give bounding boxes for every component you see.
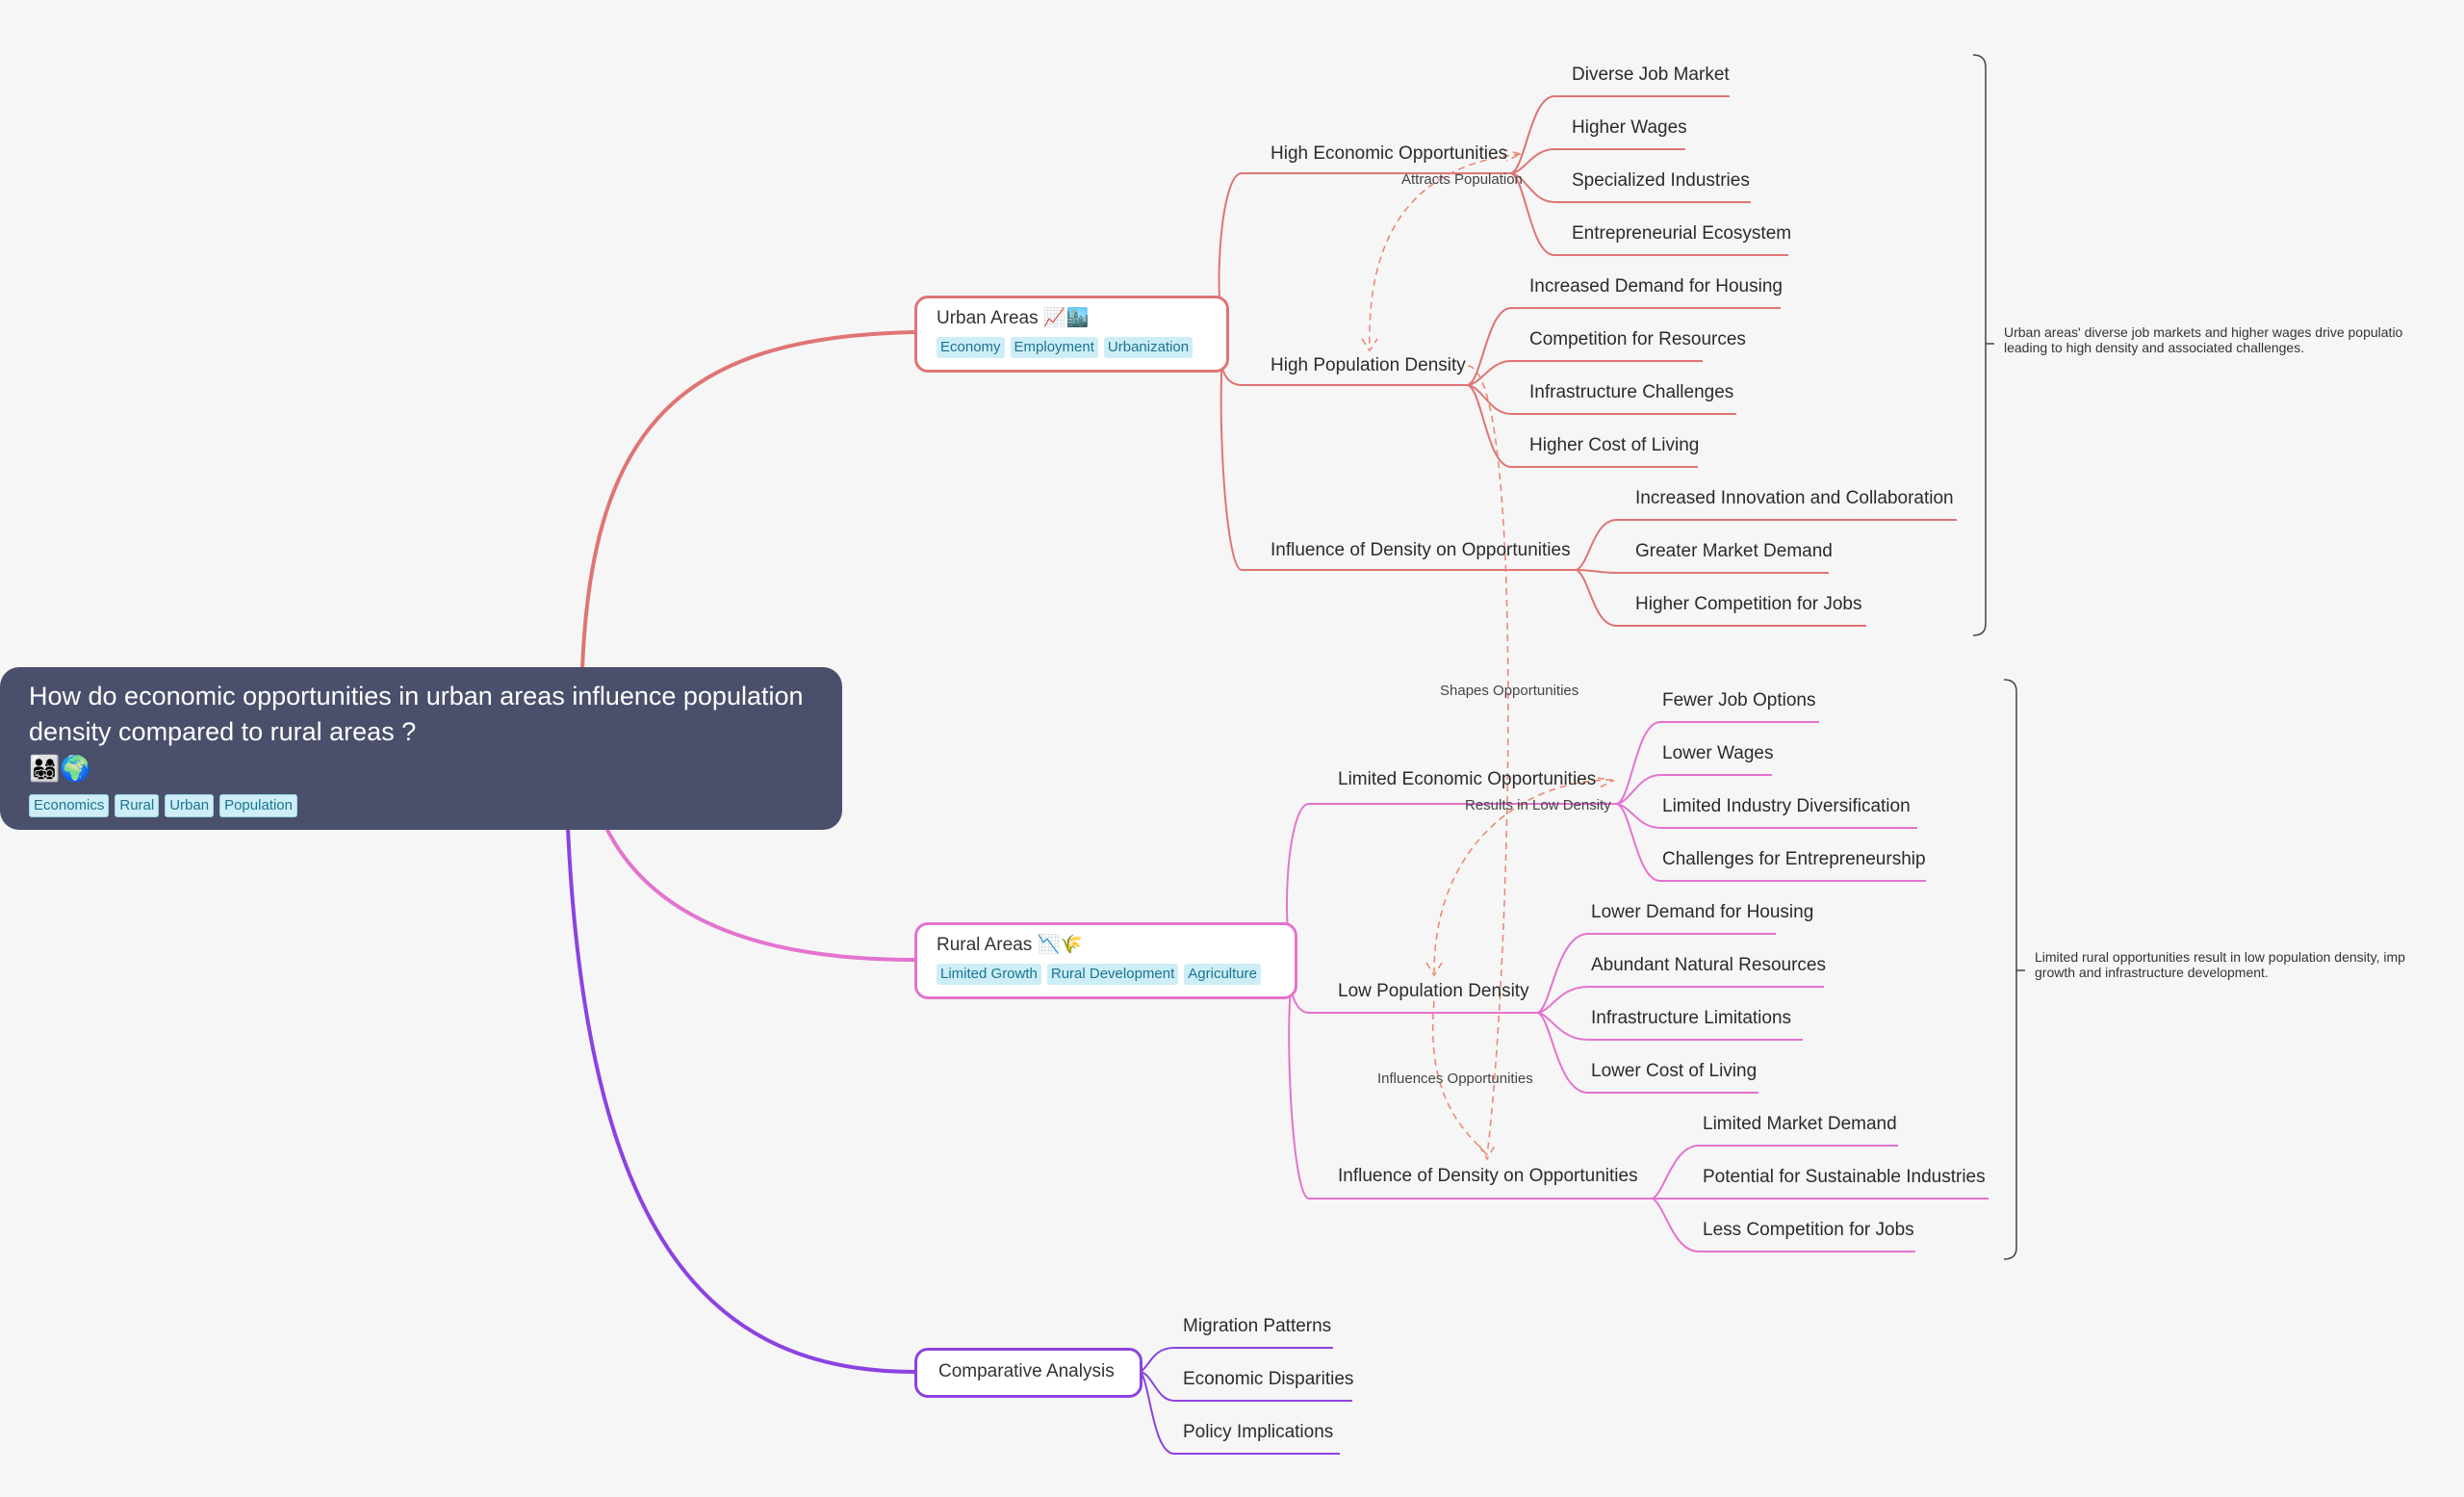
rural-leaf[interactable]: Potential for Sustainable Industries bbox=[1703, 1167, 1986, 1187]
urban-leaf[interactable]: Competition for Resources bbox=[1529, 329, 1746, 349]
tag: Economy bbox=[937, 337, 1005, 358]
urban-leaf[interactable]: Increased Innovation and Collaboration bbox=[1635, 488, 1954, 508]
rural-leaf[interactable]: Abundant Natural Resources bbox=[1591, 955, 1826, 975]
summary-line: Urban areas' diverse job markets and hig… bbox=[2004, 324, 2403, 340]
rural-leaf[interactable]: Limited Industry Diversification bbox=[1662, 796, 1911, 816]
tag: Rural Development bbox=[1046, 964, 1179, 985]
urban-tags: Economy Employment Urbanization bbox=[937, 337, 1207, 358]
branch-comparative bbox=[566, 827, 915, 1374]
comparative-leaf[interactable]: Migration Patterns bbox=[1183, 1316, 1332, 1336]
tag: Urbanization bbox=[1103, 337, 1194, 358]
rural-subtopic[interactable]: Limited Economic Opportunities bbox=[1338, 769, 1597, 789]
comparative-title: Comparative Analysis bbox=[938, 1361, 1115, 1381]
urban-summary[interactable]: Urban areas' diverse job markets and hig… bbox=[2004, 324, 2402, 355]
relation-label[interactable]: Results in Low Density bbox=[1465, 797, 1611, 813]
rural-leaf[interactable]: Lower Wages bbox=[1662, 743, 1774, 763]
tag: Employment bbox=[1010, 337, 1098, 358]
rural-leaf[interactable]: Lower Cost of Living bbox=[1591, 1061, 1758, 1081]
root-emoji: 👨‍👩‍👧‍👦🌍 bbox=[29, 754, 91, 783]
root-node[interactable]: How do economic opportunities in urban a… bbox=[0, 667, 842, 830]
urban-leaf[interactable]: Diverse Job Market bbox=[1572, 65, 1730, 85]
rural-leaf[interactable]: Infrastructure Limitations bbox=[1591, 1008, 1792, 1028]
root-tags: Economics Rural Urban Population bbox=[29, 794, 813, 817]
tag: Rural bbox=[115, 794, 160, 817]
relation-arrows bbox=[1361, 148, 1616, 1161]
root-title: How do economic opportunities in urban a… bbox=[29, 682, 804, 746]
urban-leaf[interactable]: Entrepreneurial Ecosystem bbox=[1572, 223, 1792, 244]
comparative-connectors bbox=[1140, 1347, 1352, 1455]
relation-label[interactable]: Shapes Opportunities bbox=[1440, 683, 1579, 699]
urban-node[interactable]: Urban Areas 📈🏙️ Economy Employment Urban… bbox=[914, 296, 1229, 373]
comparative-leaf[interactable]: Economic Disparities bbox=[1183, 1369, 1354, 1389]
urban-leaf[interactable]: Higher Wages bbox=[1572, 117, 1687, 138]
urban-leaf[interactable]: Higher Competition for Jobs bbox=[1635, 594, 1862, 614]
tag: Limited Growth bbox=[937, 964, 1041, 985]
urban-subtopic[interactable]: High Economic Opportunities bbox=[1270, 143, 1508, 164]
summary-line: leading to high density and associated c… bbox=[2004, 340, 2305, 355]
relation-label[interactable]: Influences Opportunities bbox=[1377, 1071, 1533, 1087]
urban-leaf[interactable]: Greater Market Demand bbox=[1635, 541, 1833, 561]
urban-leaf[interactable]: Higher Cost of Living bbox=[1529, 435, 1700, 455]
relation-label[interactable]: Attracts Population bbox=[1401, 171, 1523, 188]
tag: Population bbox=[219, 794, 297, 817]
urban-leaf[interactable]: Specialized Industries bbox=[1572, 170, 1750, 191]
branch-urban bbox=[580, 330, 915, 670]
summary-line: growth and infrastructure development. bbox=[2035, 965, 2269, 980]
summary-line: Limited rural opportunities result in lo… bbox=[2035, 949, 2405, 965]
urban-subtopic[interactable]: Influence of Density on Opportunities bbox=[1270, 540, 1571, 560]
tag: Economics bbox=[29, 794, 110, 817]
urban-subtopic[interactable]: High Population Density bbox=[1270, 355, 1466, 375]
tag: Urban bbox=[165, 794, 215, 817]
tag: Agriculture bbox=[1184, 964, 1261, 985]
urban-title: Urban Areas 📈🏙️ bbox=[937, 308, 1090, 328]
rural-title: Rural Areas 📉🌾 bbox=[937, 935, 1083, 955]
urban-leaf[interactable]: Increased Demand for Housing bbox=[1529, 276, 1783, 297]
comparative-node[interactable]: Comparative Analysis bbox=[914, 1348, 1142, 1398]
rural-leaf[interactable]: Challenges for Entrepreneurship bbox=[1662, 849, 1926, 869]
comparative-leaf[interactable]: Policy Implications bbox=[1183, 1422, 1334, 1442]
rural-summary[interactable]: Limited rural opportunities result in lo… bbox=[2035, 949, 2405, 980]
rural-subtopic[interactable]: Low Population Density bbox=[1338, 981, 1529, 1001]
rural-subtopic[interactable]: Influence of Density on Opportunities bbox=[1338, 1166, 1638, 1186]
urban-leaf[interactable]: Infrastructure Challenges bbox=[1529, 382, 1734, 402]
rural-leaf[interactable]: Limited Market Demand bbox=[1703, 1114, 1897, 1134]
branch-rural bbox=[604, 827, 915, 962]
rural-node[interactable]: Rural Areas 📉🌾 Limited Growth Rural Deve… bbox=[914, 922, 1297, 999]
rural-tags: Limited Growth Rural Development Agricul… bbox=[937, 964, 1275, 985]
rural-connectors bbox=[1286, 679, 2025, 1260]
rural-leaf[interactable]: Fewer Job Options bbox=[1662, 690, 1816, 710]
rural-leaf[interactable]: Less Competition for Jobs bbox=[1703, 1220, 1914, 1240]
rural-leaf[interactable]: Lower Demand for Housing bbox=[1591, 902, 1814, 922]
